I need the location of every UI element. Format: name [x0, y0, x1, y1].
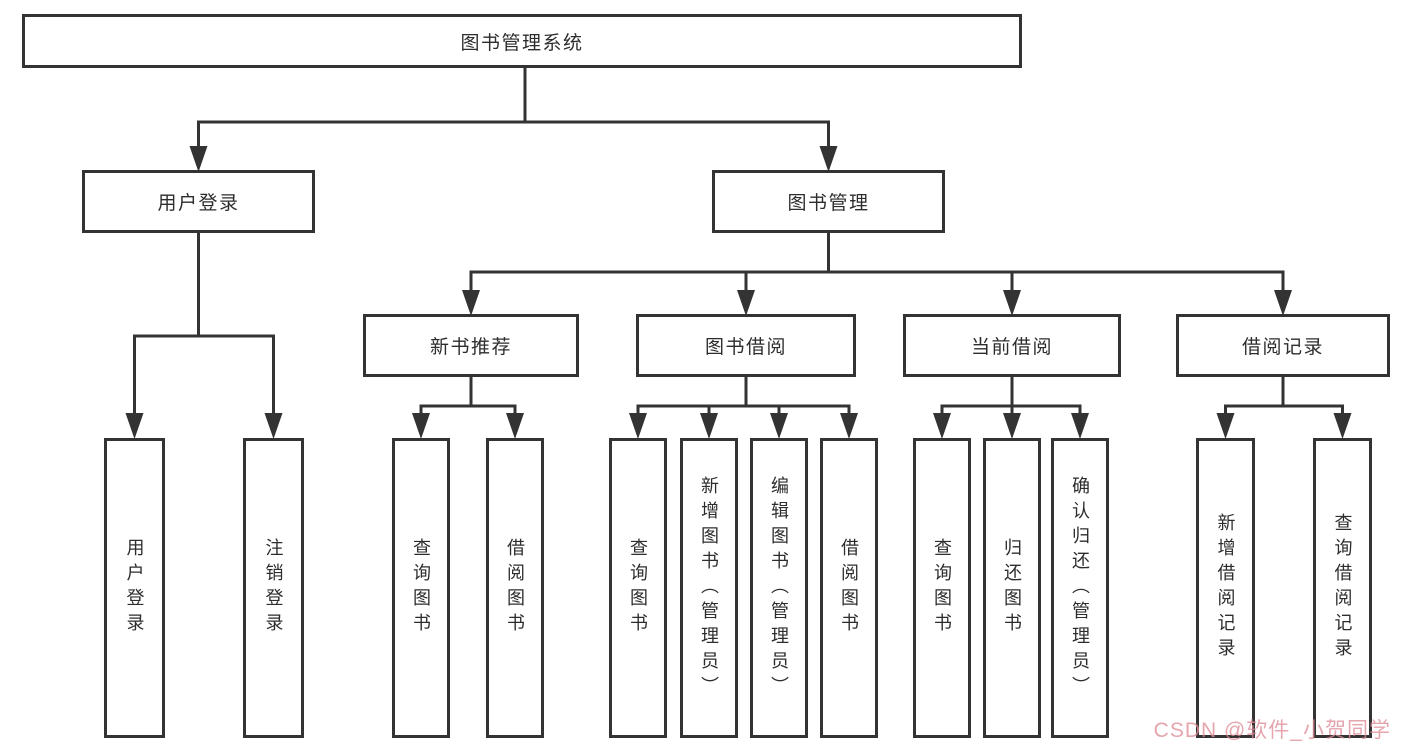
leaf-user-login-label: 用户登录	[124, 538, 145, 638]
leaf-add-books-admin: 新增图书（管理员）	[680, 438, 738, 738]
node-user-login-label: 用户登录	[157, 193, 240, 214]
leaf-edit-books-admin: 编辑图书（管理员）	[750, 438, 808, 738]
leaf-user-login: 用户登录	[104, 438, 165, 738]
leaf-borrow-books-label: 借阅图书	[839, 538, 859, 638]
leaf-confirm-return-admin-label: 确认归还（管理员）	[1070, 475, 1090, 701]
leaf-borrow-books-recommend: 借阅图书	[486, 438, 544, 738]
leaf-query-books-borrow: 查询图书	[609, 438, 667, 738]
leaf-logout: 注销登录	[243, 438, 304, 738]
node-user-login: 用户登录	[82, 170, 315, 233]
node-book-borrow-label: 图书借阅	[704, 337, 787, 358]
leaf-confirm-return-admin: 确认归还（管理员）	[1051, 438, 1109, 738]
leaf-query-books-borrow-label: 查询图书	[628, 538, 648, 638]
leaf-borrow-books-recommend-label: 借阅图书	[505, 538, 525, 638]
leaf-query-borrow-record-label: 查询借阅记录	[1332, 513, 1353, 663]
leaf-query-books-current: 查询图书	[913, 438, 971, 738]
node-borrow-record-label: 借阅记录	[1241, 337, 1324, 358]
node-book-borrow: 图书借阅	[636, 314, 856, 377]
leaf-add-borrow-record: 新增借阅记录	[1196, 438, 1255, 738]
leaf-query-borrow-record: 查询借阅记录	[1313, 438, 1372, 738]
leaf-query-books-recommend: 查询图书	[392, 438, 450, 738]
leaf-edit-books-admin-label: 编辑图书（管理员）	[769, 475, 789, 701]
node-book-management-label: 图书管理	[787, 193, 870, 214]
csdn-watermark: CSDN @软件_小贺同学	[1153, 719, 1391, 742]
node-new-book-recommend-label: 新书推荐	[429, 337, 512, 358]
leaf-return-books: 归还图书	[983, 438, 1041, 738]
leaf-logout-label: 注销登录	[263, 538, 284, 638]
leaf-add-borrow-record-label: 新增借阅记录	[1215, 513, 1236, 663]
node-new-book-recommend: 新书推荐	[363, 314, 579, 377]
leaf-borrow-books: 借阅图书	[820, 438, 878, 738]
root-node-book-management-system: 图书管理系统	[22, 14, 1022, 68]
node-borrow-record: 借阅记录	[1176, 314, 1390, 377]
node-current-borrow-label: 当前借阅	[970, 337, 1053, 358]
leaf-query-books-recommend-label: 查询图书	[411, 538, 431, 638]
leaf-add-books-admin-label: 新增图书（管理员）	[699, 475, 719, 701]
node-current-borrow: 当前借阅	[903, 314, 1121, 377]
arrowheads	[125, 146, 1352, 439]
root-node-label: 图书管理系统	[460, 32, 584, 54]
leaf-query-books-current-label: 查询图书	[932, 538, 952, 638]
node-book-management: 图书管理	[712, 170, 945, 233]
leaf-return-books-label: 归还图书	[1002, 538, 1022, 638]
